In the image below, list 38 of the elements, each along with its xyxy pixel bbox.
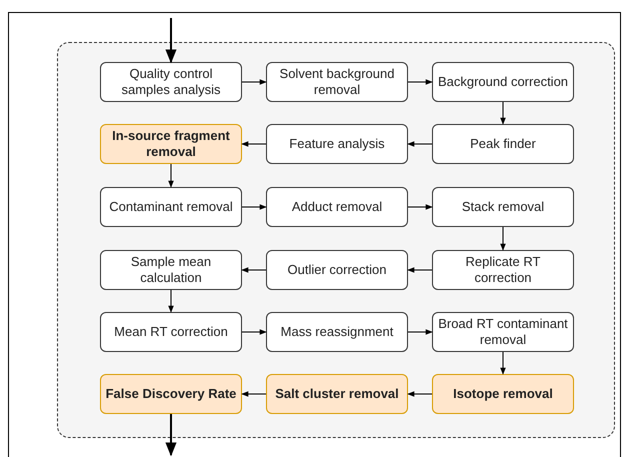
arrow (407, 141, 432, 147)
arrow (500, 226, 506, 251)
process-box: Mean RT correction (100, 312, 242, 352)
arrow (241, 141, 266, 147)
arrow (407, 267, 432, 273)
highlighted-step-box: False Discovery Rate (100, 374, 242, 414)
group-container (57, 42, 615, 438)
process-box: Outlier correction (266, 250, 408, 290)
highlighted-step-box: In-source fragment removal (100, 124, 242, 164)
process-box: Quality control samples analysis (100, 62, 242, 102)
process-box: Contaminant removal (100, 187, 242, 227)
process-box: Peak finder (432, 124, 574, 164)
arrow (241, 391, 266, 397)
process-box: Replicate RT correction (432, 250, 574, 290)
arrow (241, 267, 266, 273)
process-box: Feature analysis (266, 124, 408, 164)
process-box: Stack removal (432, 187, 574, 227)
arrow (165, 414, 177, 456)
arrow (168, 164, 174, 188)
highlighted-step-box: Salt cluster removal (266, 374, 408, 414)
highlighted-step-box: Isotope removal (432, 374, 574, 414)
arrow (242, 329, 267, 335)
process-box: Sample mean calculation (100, 250, 242, 290)
process-box: Background correction (432, 62, 574, 102)
arrow (242, 79, 267, 85)
arrow (407, 391, 432, 397)
process-box: Adduct removal (266, 187, 408, 227)
arrow (168, 290, 174, 313)
arrow (408, 329, 433, 335)
process-box: Broad RT contaminant removal (432, 312, 574, 352)
arrow (500, 352, 506, 375)
process-box: Mass reassignment (266, 312, 408, 352)
process-box: Solvent background removal (266, 62, 408, 102)
arrow (408, 79, 433, 85)
arrow (165, 18, 177, 64)
arrow (408, 204, 433, 210)
arrow (500, 102, 506, 125)
arrow (242, 204, 267, 210)
